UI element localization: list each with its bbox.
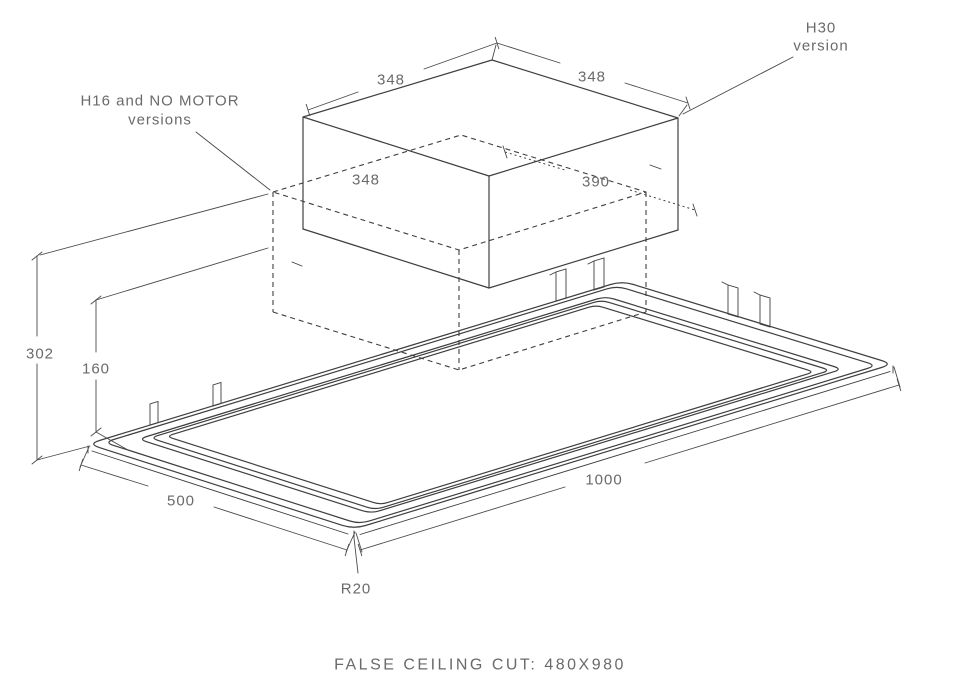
ceiling-panel (87, 257, 894, 539)
panel-outer-edge (93, 282, 888, 528)
clamp-bracket (753, 291, 771, 328)
dim-160-label: 160 (82, 361, 110, 378)
false-ceiling-cut-caption: FALSE CEILING CUT: 480X980 (334, 657, 626, 674)
h16-version-label-line2: versions (128, 112, 192, 129)
h30-box-top-face (302, 59, 679, 177)
side-tab (212, 381, 222, 407)
dim-348-top-left-label: 348 (377, 72, 405, 89)
panel-frame-edge (141, 297, 839, 513)
dim-1000-label: 1000 (585, 472, 622, 489)
h30-box-vertical-edges (302, 116, 679, 289)
dim-302-label: 302 (26, 346, 54, 363)
dim-line-302 (31, 251, 43, 465)
dim-ticks-390 (502, 145, 698, 217)
dim-leader-r20 (353, 537, 359, 574)
h30-version-label-line2: version (793, 38, 848, 55)
dim-line-top-right-348 (496, 42, 691, 110)
h30-box-bottom-edges (302, 228, 679, 289)
labels: H16 and NO MOTOR versions H30 version 34… (26, 20, 848, 674)
h30-box-detail-marks (291, 164, 662, 267)
h16-box-top-face (272, 134, 647, 251)
h16-box-bottom-edges (272, 311, 647, 371)
panel-rim-inner-edge (108, 286, 873, 524)
dim-line-500 (78, 458, 350, 557)
dim-348-mid-label: 348 (352, 172, 380, 189)
dim-line-390 (504, 151, 696, 211)
dim-extension-500 (79, 446, 356, 553)
side-tab (149, 400, 159, 426)
dim-extension-160 (95, 247, 269, 451)
dim-extension-1000 (355, 366, 901, 553)
dim-line-1000 (357, 378, 902, 557)
dim-line-top-left-348 (305, 36, 500, 117)
clamp-bracket (721, 281, 739, 318)
dim-390-label: 390 (582, 174, 610, 191)
h30-motor-box (291, 59, 679, 289)
panel-thickness-edges (87, 365, 894, 539)
dimension-lines (31, 36, 902, 574)
h16-label-leader (195, 131, 271, 191)
h30-label-leader (682, 56, 794, 115)
clamp-bracket (587, 257, 605, 291)
h16-no-motor-box (272, 134, 647, 371)
dim-extension-top (491, 44, 688, 117)
dim-r20-label: R20 (341, 581, 372, 598)
dim-extension-302 (36, 193, 269, 461)
dim-500-label: 500 (167, 493, 195, 510)
mounting-clamps (149, 257, 771, 426)
h16-box-vertical-edges (272, 192, 647, 370)
glass-outer-edge (153, 300, 828, 510)
h30-version-label-line1: H30 (806, 20, 837, 37)
glass-inner-edge (168, 305, 812, 505)
h16-version-label-line1: H16 and NO MOTOR (80, 93, 239, 110)
dim-line-160 (90, 295, 102, 437)
clamp-bracket (549, 268, 567, 302)
dim-348-top-right-label: 348 (578, 69, 606, 86)
